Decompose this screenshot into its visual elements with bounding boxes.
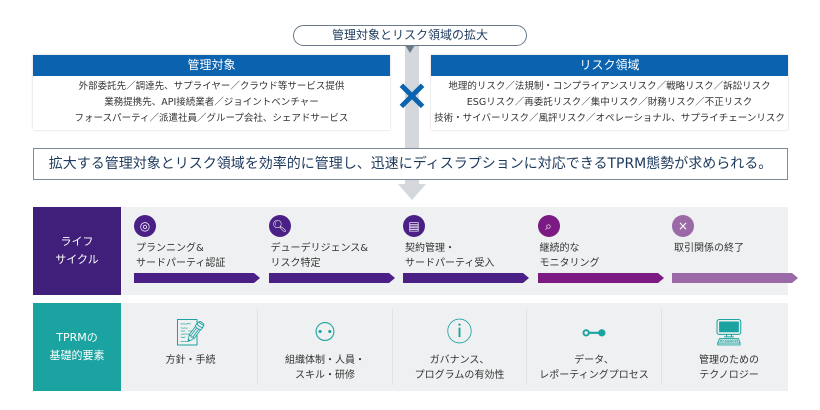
panel-line: 業務提携先、API接続業者／ジョイントベンチャー — [104, 97, 319, 108]
lifecycle-stage: × 取引関係の終了 — [662, 207, 798, 295]
expansion-callout: 管理対象とリスク領域の拡大 — [293, 25, 527, 46]
down-arrow — [398, 184, 426, 200]
foundation-item: ⊶ データ、 レポーティングプロセス — [528, 309, 662, 385]
foundation-label: TPRMの 基礎的要素 — [33, 303, 121, 391]
callout-tail — [405, 45, 415, 53]
foundation-item-label: 管理のための テクノロジー — [699, 355, 759, 381]
panel-title: リスク領域 — [431, 55, 788, 76]
contract-icon: ▤ — [403, 215, 425, 237]
lifecycle-row: ライフ サイクル ◎ プランニング& サードパーティ認証 🔍︎ デューデリジェン… — [33, 207, 798, 295]
key-statement: 拡大する管理対象とリスク領域を効率的に管理し、迅速にディスラプションに対応できる… — [33, 148, 788, 180]
panel-line: フォースパーティ／派遣社員／グループ会社、シェアドサービス — [74, 113, 349, 124]
stage-arrow — [403, 273, 529, 283]
close-icon: × — [672, 215, 694, 237]
stage-label: デューデリジェンス& リスク特定 — [270, 243, 369, 269]
data-flow-icon: ⊶ — [581, 318, 607, 348]
stage-label: 継続的な モニタリング — [539, 243, 600, 269]
panel-line: 技術・サイバーリスク／風評リスク／オペレーショナル、サプライチェーンリスク — [434, 113, 785, 124]
search-icon: 🔍︎ — [268, 215, 291, 237]
stage-label: 契約管理・ サードパーティ受入 — [405, 243, 495, 269]
lifecycle-stage: ◎ プランニング& サードパーティ認証 — [124, 207, 260, 295]
foundation-item: ⚇ 組織体制・人員・ スキル・研修 — [259, 309, 393, 385]
foundation-item: 📝︎ 方針・手続 — [124, 309, 258, 385]
cross-icon: × — [394, 70, 430, 119]
computer-icon: 🖥︎ — [712, 318, 746, 348]
alert-search-icon: ⓘ — [446, 318, 473, 348]
management-targets-panel: 管理対象 外部委託先／調達先、サプライヤー／クラウド等サービス提供 業務提携先、… — [33, 55, 390, 130]
lifecycle-stage: ▤ 契約管理・ サードパーティ受入 — [393, 207, 529, 295]
lifecycle-stage: ⌕ 継続的な モニタリング — [528, 207, 664, 295]
stage-arrow — [134, 273, 260, 283]
panel-line: 地理的リスク／法規制・コンプライアンスリスク／戦略リスク／訴訟リスク — [448, 81, 771, 92]
stage-label: 取引関係の終了 — [674, 243, 744, 254]
stage-arrow — [672, 273, 798, 283]
document-edit-icon: 📝︎ — [173, 318, 207, 348]
stage-arrow — [268, 273, 395, 283]
foundation-item: ⓘ ガバナンス、 プログラムの有効性 — [393, 309, 527, 385]
panel-line: ESGリスク／再委託リスク／集中リスク／財務リスク／不正リスク — [466, 97, 753, 108]
foundation-item-label: 方針・手続 — [165, 355, 216, 366]
monitor-search-icon: ⌕ — [537, 215, 560, 237]
org-chart-icon: ⚇ — [313, 318, 337, 348]
lifecycle-stage: 🔍︎ デューデリジェンス& リスク特定 — [259, 207, 395, 295]
panel-title: 管理対象 — [33, 55, 390, 76]
stage-label: プランニング& サードパーティ認証 — [136, 243, 226, 269]
risk-areas-panel: リスク領域 地理的リスク／法規制・コンプライアンスリスク／戦略リスク／訴訟リスク… — [431, 55, 788, 130]
foundation-item-label: データ、 レポーティングプロセス — [539, 355, 649, 381]
panel-line: 外部委託先／調達先、サプライヤー／クラウド等サービス提供 — [78, 81, 345, 92]
foundation-item-label: ガバナンス、 プログラムの有効性 — [414, 355, 505, 381]
stage-arrow — [537, 273, 664, 283]
foundation-item: 🖥︎ 管理のための テクノロジー — [662, 309, 796, 385]
lifecycle-label: ライフ サイクル — [33, 207, 121, 295]
foundation-item-label: 組織体制・人員・ スキル・研修 — [285, 355, 365, 381]
target-icon: ◎ — [134, 215, 156, 237]
